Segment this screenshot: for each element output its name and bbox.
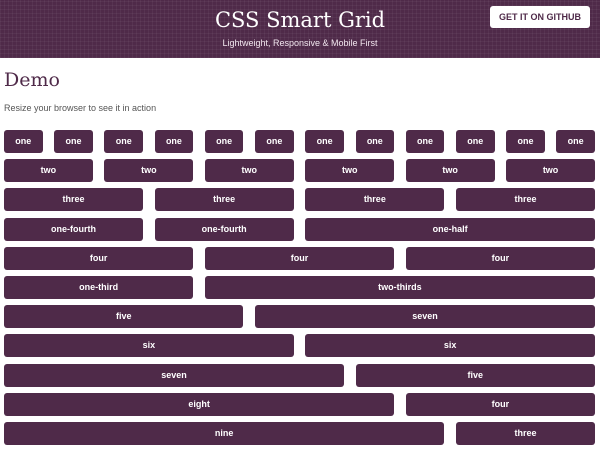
grid-cell-eight: eight [4,392,395,416]
grid-cell-three: three [455,188,595,212]
grid-cell-five: five [355,363,595,387]
grid-cell-one: one [355,130,395,153]
grid-cell-one: one [305,130,344,153]
github-button[interactable]: GET IT ON GITHUB [490,6,590,28]
grid-cell-one: one [506,130,545,153]
grid-cell-one: one [54,130,93,153]
demo-title: Demo [4,69,60,91]
grid-cell-six: six [4,334,294,358]
demo-intro: Resize your browser to see it in action [4,103,157,113]
grid-cell-two-thirds: two-thirds [204,275,595,299]
grid-cell-one-fourth: one-fourth [4,217,144,241]
grid-cell-one: one [154,130,194,153]
grid-row: five seven [4,305,595,329]
grid-cell-two: two [305,159,395,183]
site-tagline: Lightweight, Responsive & Mobile First [222,38,378,48]
grid-cell-one: one [255,130,294,153]
grid-cell-two: two [204,159,294,183]
grid-row: one-third two-thirds [4,275,595,299]
grid-cell-one-half: one-half [305,217,595,241]
grid-cell-four: four [4,246,194,270]
grid-cell-two: two [104,159,194,183]
grid-cell-nine: nine [4,421,445,445]
grid-row: nine three [4,421,595,445]
grid-cell-six: six [305,334,595,358]
grid-cell-seven: seven [4,363,344,387]
grid-cell-one: one [455,130,495,153]
grid-cell-three: three [154,188,294,212]
grid-row: one-fourth one-fourth one-half [4,217,595,241]
grid-cell-one-third: one-third [4,275,194,299]
grid-cell-one: one [104,130,144,153]
grid-cell-one-fourth: one-fourth [154,217,294,241]
grid-cell-two: two [506,159,595,183]
grid-cell-four: four [204,246,395,270]
grid-cell-four: four [405,246,595,270]
grid-row: four four four [4,246,595,270]
grid-cell-one: one [204,130,244,153]
grid-cell-seven: seven [255,305,595,329]
grid-row: eight four [4,392,595,416]
grid-row: seven five [4,363,595,387]
site-header: CSS Smart Grid Lightweight, Responsive &… [0,0,600,58]
grid-cell-one: one [405,130,445,153]
grid-cell-three: three [4,188,144,212]
site-title: CSS Smart Grid [214,8,386,32]
grid-cell-three: three [305,188,445,212]
grid-row: three three three three [4,188,595,212]
grid-cell-three: three [455,421,595,445]
grid-cell-four: four [405,392,595,416]
grid-cell-five: five [4,305,244,329]
grid-cell-two: two [4,159,93,183]
grid-cell-one: one [556,130,595,153]
grid-cell-one: one [4,130,43,153]
grid-cell-two: two [405,159,495,183]
